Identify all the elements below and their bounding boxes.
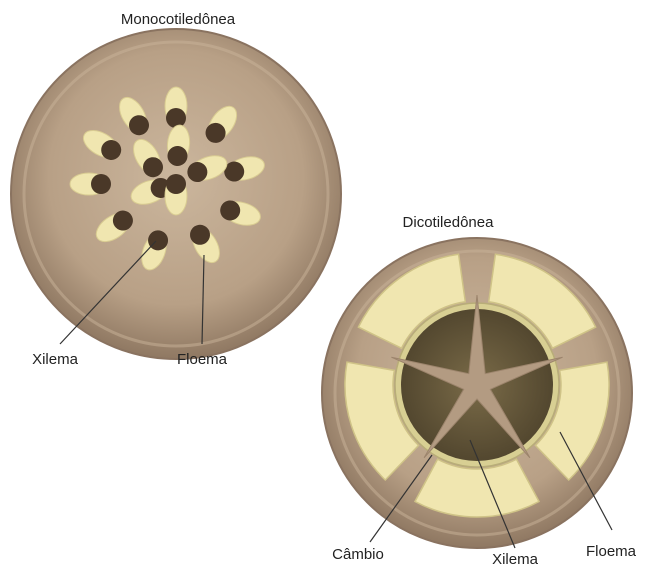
- dicot-title: Dicotiledônea: [403, 214, 495, 231]
- vascular-bundle: [165, 174, 187, 215]
- monocot-stem: [11, 29, 341, 359]
- xylem-patch: [91, 174, 111, 194]
- xylem-patch: [166, 174, 186, 194]
- vascular-bundle: [165, 87, 187, 128]
- dicot-xylem-label: Xilema: [492, 551, 539, 567]
- vascular-bundle: [70, 173, 111, 195]
- monocot-phloem-label: Floema: [177, 351, 228, 368]
- dicot-phloem-label: Floema: [586, 543, 637, 560]
- dicot-cambium-label: Câmbio: [332, 546, 384, 563]
- monocot-xylem-label: Xilema: [32, 351, 79, 368]
- monocot-title: Monocotiledônea: [121, 11, 236, 28]
- xylem-patch: [166, 108, 186, 128]
- dicot-stem: [322, 238, 632, 548]
